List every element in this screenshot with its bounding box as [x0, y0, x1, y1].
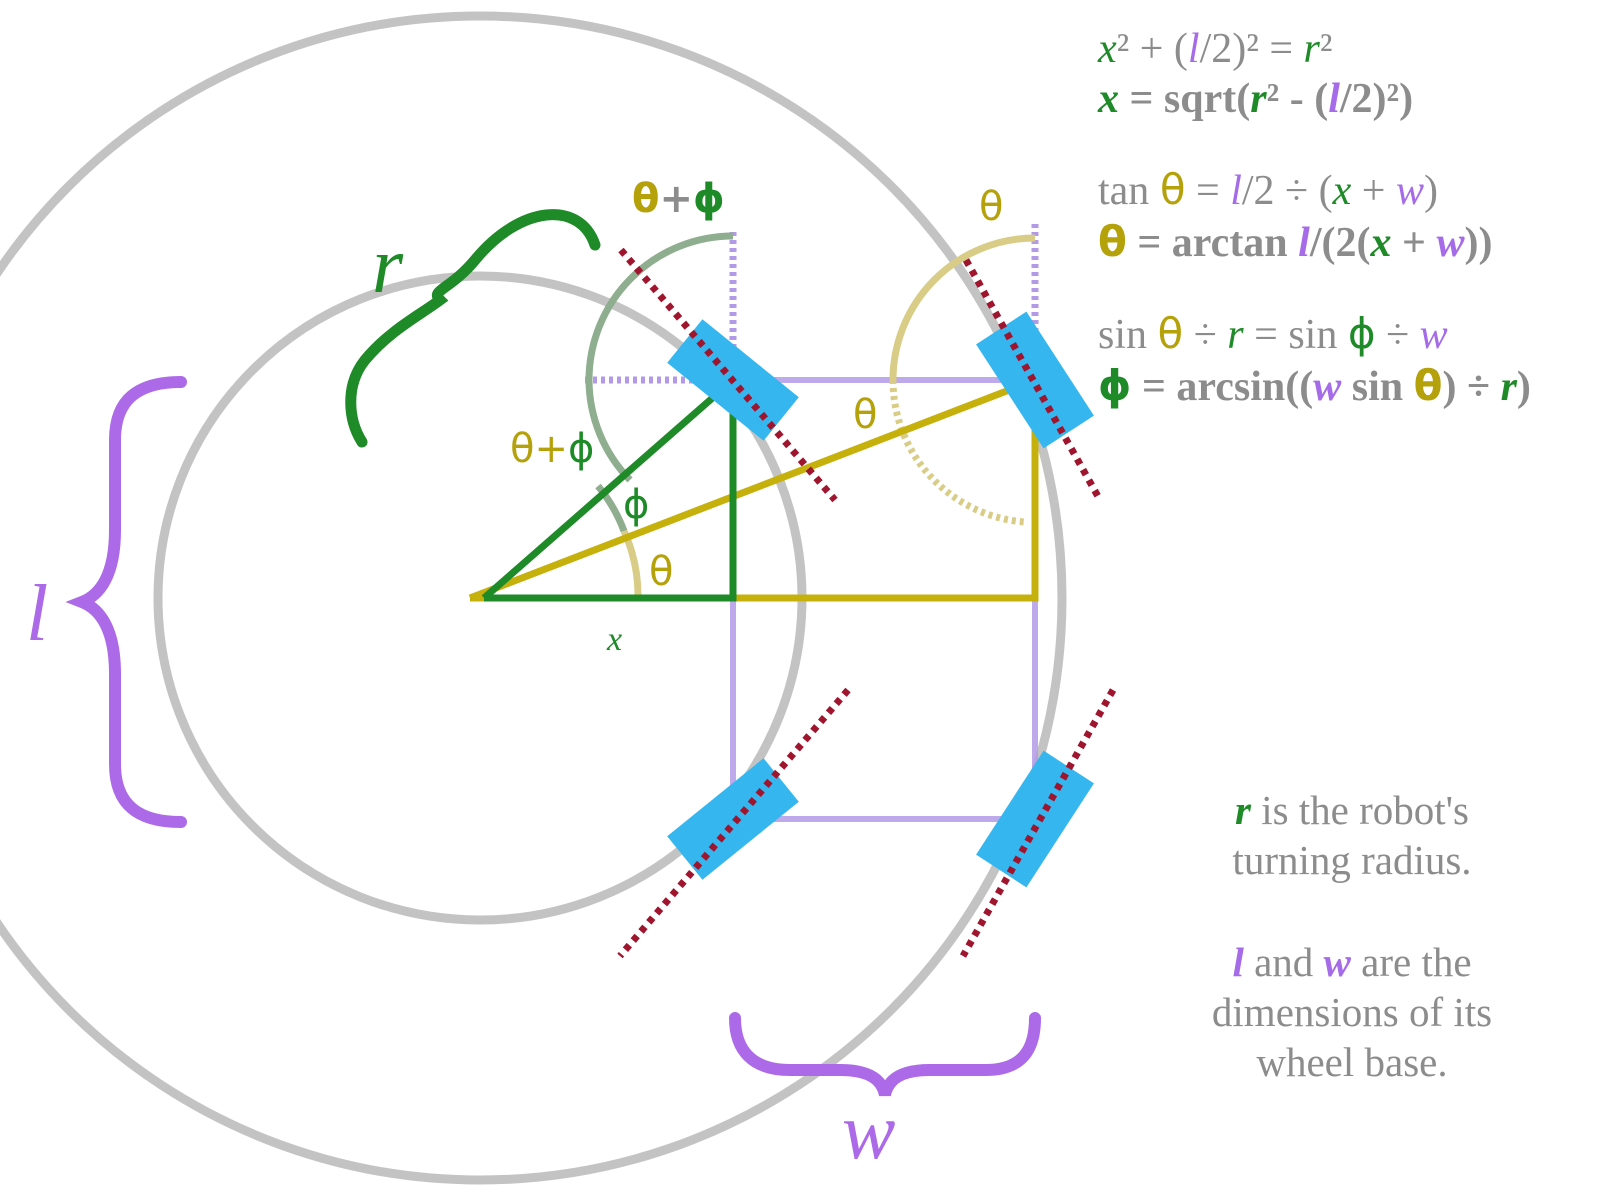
eq5-r: r	[1227, 312, 1244, 358]
eq6-r: r	[1501, 364, 1518, 410]
label-x: x	[606, 621, 622, 658]
eq1-sq: ²	[1320, 26, 1333, 72]
w-brace	[729, 1012, 1041, 1097]
tangent-rear-right	[959, 688, 1117, 958]
theta-phi-arc-upper	[585, 232, 734, 381]
eq3-l: l	[1230, 168, 1242, 214]
eq5-w: w	[1420, 312, 1448, 358]
note-line-3: l and w are the	[1232, 939, 1471, 985]
note-line-5: wheel base.	[1256, 1039, 1447, 1085]
label-theta-plus-phi-top: θ+ϕ	[632, 176, 725, 222]
note3-text: are the	[1351, 939, 1472, 985]
equation-2: x = sqrt(r² - (l/2)²)	[1097, 76, 1413, 122]
label-l: l	[26, 570, 48, 658]
eq5-phi: ϕ	[1348, 309, 1376, 358]
note1-text: is the robot's	[1251, 787, 1469, 833]
eq1-x: x	[1097, 26, 1117, 72]
eq3-w: w	[1396, 168, 1424, 214]
outer-turning-circle	[0, 11, 1067, 1185]
eq5-sin: sin	[1098, 312, 1158, 358]
eq6-phi: ϕ	[1098, 361, 1131, 410]
phi-arc-center	[595, 483, 628, 533]
eq1-l: l	[1188, 26, 1200, 72]
eq6-div: ) ÷	[1443, 364, 1501, 410]
label-theta-right-top: θ	[979, 184, 1003, 230]
equation-6: ϕ = arcsin((w sin θ) ÷ r)	[1098, 361, 1531, 410]
eq5-sin2: = sin	[1244, 312, 1348, 358]
eq4-w: w	[1436, 220, 1465, 266]
eq6-sin: sin	[1341, 364, 1413, 410]
eq6-part: = arcsin((	[1131, 364, 1313, 410]
inner-plus-symbol: +	[534, 426, 568, 472]
eq2-part3: /2)²)	[1339, 76, 1413, 122]
wheel-rear-right	[976, 750, 1094, 888]
eq4-part2: /(2(	[1309, 220, 1371, 266]
eq1-part2: /2)² =	[1200, 26, 1304, 72]
top-phi-symbol: ϕ	[693, 176, 725, 222]
equation-5: sin θ ÷ r = sin ϕ ÷ w	[1098, 309, 1448, 358]
tangent-front-right	[962, 258, 1104, 502]
eq3-eq: =	[1186, 168, 1231, 214]
eq6-close: )	[1517, 364, 1531, 410]
eq4-plus: +	[1392, 220, 1437, 266]
note-line-2: turning radius.	[1232, 837, 1471, 883]
theta-phi-arc-lower	[585, 379, 633, 483]
eq3-close: )	[1424, 168, 1438, 214]
eq2-r: r	[1250, 76, 1267, 122]
note-line-1: r is the robot's	[1235, 787, 1469, 833]
wheel-front-right	[976, 311, 1094, 449]
eq5-theta: θ	[1158, 309, 1184, 358]
theta-arc-right-lower	[889, 379, 1026, 526]
eq4-part: = arctan	[1127, 220, 1298, 266]
eq2-part2: ² - (	[1267, 76, 1329, 122]
label-theta-center: θ	[649, 549, 673, 595]
eq3-tan: tan	[1098, 168, 1160, 214]
top-theta-symbol: θ	[632, 176, 659, 222]
eq6-theta: θ	[1414, 361, 1443, 410]
eq4-close: ))	[1464, 220, 1492, 266]
eq6-w: w	[1313, 364, 1342, 410]
label-theta-right-inner: θ	[853, 392, 877, 438]
equation-3: tan θ = l/2 ÷ (x + w)	[1098, 165, 1438, 214]
eq1-r: r	[1304, 26, 1321, 72]
eq3-theta: θ	[1160, 165, 1186, 214]
eq4-x: x	[1370, 220, 1392, 266]
label-r: r	[372, 222, 404, 310]
eq5-div: ÷	[1183, 312, 1227, 358]
l-brace	[65, 376, 187, 828]
green-triangle	[481, 372, 737, 602]
top-plus-symbol: +	[659, 176, 693, 222]
eq3-x: x	[1332, 168, 1352, 214]
tangent-rear-left	[617, 687, 851, 959]
note3-l: l	[1232, 939, 1244, 985]
eq4-theta: θ	[1098, 217, 1127, 266]
note-line-4: dimensions of its	[1212, 989, 1492, 1035]
eq5-div2: ÷	[1376, 312, 1420, 358]
eq1-part: ² + (	[1117, 26, 1188, 72]
note3-and: and	[1244, 939, 1324, 985]
r-brace	[345, 209, 601, 448]
eq4-l: l	[1298, 220, 1310, 266]
eq3-plus: +	[1351, 168, 1396, 214]
eq2-x: x	[1097, 76, 1119, 122]
label-phi-center: ϕ	[623, 482, 649, 528]
eq2-part: = sqrt(	[1119, 76, 1250, 122]
inner-theta-symbol: θ	[510, 426, 534, 472]
eq2-l: l	[1328, 76, 1340, 122]
gold-triangle	[468, 374, 1039, 602]
inner-phi-symbol: ϕ	[568, 426, 594, 472]
note1-r: r	[1235, 787, 1252, 833]
label-theta-plus-phi-inner: θ+ϕ	[510, 426, 594, 472]
note3-w: w	[1324, 939, 1352, 985]
equation-1: x² + (l/2)² = r²	[1097, 26, 1332, 72]
label-w: w	[842, 1088, 895, 1176]
equation-4: θ = arctan l/(2(x + w))	[1098, 217, 1492, 266]
theta-arc-right-upper	[889, 234, 1036, 381]
eq3-part: /2 ÷ (	[1242, 168, 1333, 214]
